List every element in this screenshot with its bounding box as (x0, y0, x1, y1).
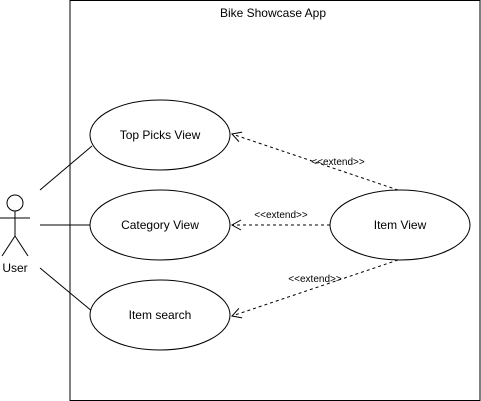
extend-label-item-search: <<extend>> (288, 274, 342, 285)
association-item-search (39, 267, 94, 313)
extend-arrow-item-search (231, 259, 399, 319)
actor-left-leg (1, 235, 16, 257)
extend-label-top-picks: <<extend>> (311, 157, 365, 168)
use-case-item-view-label: Item View (374, 218, 427, 232)
association-top-picks (39, 145, 93, 191)
actor-right-leg (14, 235, 29, 257)
use-case-top-picks-label: Top Picks View (120, 128, 201, 142)
actor-head (6, 194, 24, 212)
use-case-item-search (89, 279, 231, 351)
actor-label: User (2, 261, 27, 275)
system-title: Bike Showcase App (220, 6, 326, 20)
extend-label-category: <<extend>> (254, 210, 308, 221)
use-case-category (89, 189, 231, 261)
use-case-category-label: Category View (121, 218, 199, 232)
actor-user (0, 194, 30, 257)
use-case-item-search-label: Item search (129, 308, 192, 322)
use-case-top-picks (89, 99, 231, 171)
extend-arrow-top-picks (231, 131, 399, 191)
